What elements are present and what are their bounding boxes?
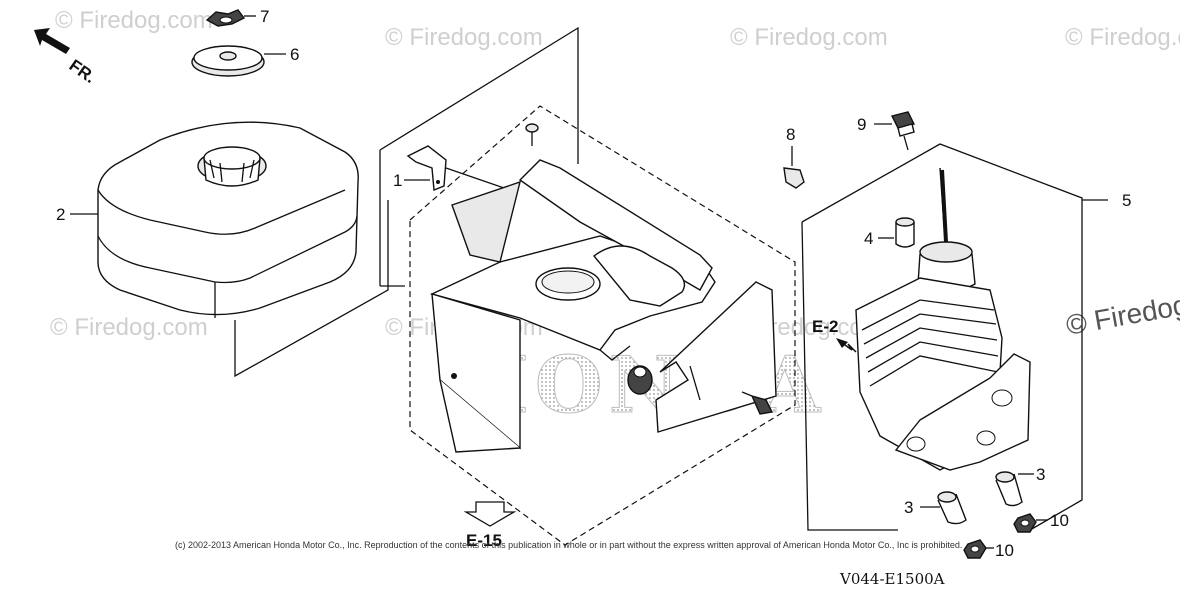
watermark: © Firedog.com [55,7,213,34]
watermark-side: © Firedog [1064,289,1180,341]
collar-tube-icon [937,491,967,525]
callout-10b: 10 [995,541,1014,560]
fuel-tank-icon [97,121,359,318]
ref-arrow-icon [836,338,857,353]
callout-1: 1 [393,171,402,190]
nut-icon [1013,513,1037,533]
watermark: © Firedog.com [50,314,208,341]
watermark: © Firedog.com [385,24,543,51]
side-plate-icon [655,281,777,433]
front-label: FR. [66,56,99,87]
screw-icon [525,123,539,146]
watermark: © Firedog.com [1065,24,1180,51]
gasket-icon [191,45,265,77]
wing-nut-icon [205,9,246,27]
callout-5: 5 [1122,191,1131,210]
flange-bolt-icon [890,111,916,151]
callout-7: 7 [260,7,269,26]
ref-e15: E-15 [466,531,502,550]
bracket-icon [406,145,447,191]
copyright-notice: (c) 2002-2013 American Honda Motor Co., … [175,540,962,550]
callout-2: 2 [56,205,65,224]
muffler-icon [855,167,1031,471]
diagram-code: V044-E1500A [839,570,945,588]
grommet-icon [627,365,653,395]
callout-8: 8 [786,125,795,144]
collar-tube-icon [995,471,1023,507]
clip-icon [783,146,805,189]
ref-e2: E-2 [812,317,838,336]
callout-3: 3 [1036,465,1045,484]
callout-3b: 3 [904,498,913,517]
bolt-icon [741,391,774,415]
front-arrow-icon: FR. [34,28,99,87]
engine-shroud-icon [429,159,716,453]
callout-4: 4 [864,229,873,248]
callout-9: 9 [857,115,866,134]
ref-arrow-down-icon [463,501,517,527]
watermark: © Firedog.com [730,24,888,51]
callout-6: 6 [290,45,299,64]
callout-10: 10 [1050,511,1069,530]
nut-icon [963,539,987,559]
collar-icon [895,217,915,248]
